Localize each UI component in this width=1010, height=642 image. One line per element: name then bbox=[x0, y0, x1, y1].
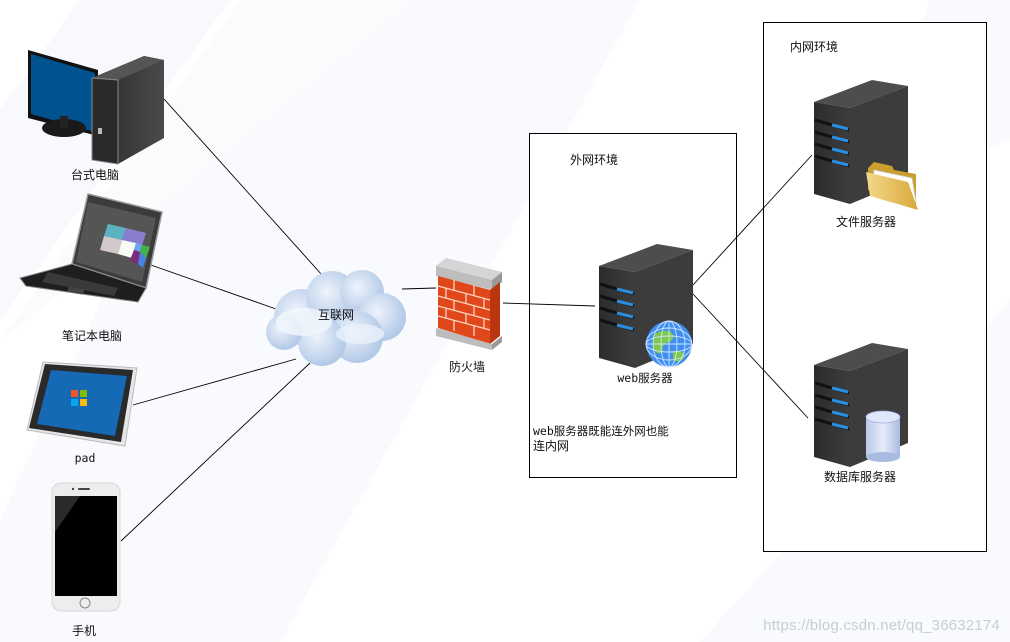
web-server-globe-icon bbox=[599, 244, 693, 368]
firewall-label: 防火墙 bbox=[448, 360, 486, 374]
internet-label: 互联网 bbox=[317, 308, 355, 322]
database-server-icon bbox=[814, 343, 908, 467]
db-server-label: 数据库服务器 bbox=[823, 470, 897, 484]
phone-label: 手机 bbox=[71, 624, 97, 638]
smartphone-icon bbox=[51, 482, 121, 612]
desktop-computer-icon bbox=[28, 50, 164, 165]
laptop-node[interactable] bbox=[18, 192, 166, 312]
laptop-icon bbox=[19, 193, 163, 303]
tablet-icon bbox=[26, 361, 138, 447]
firewall-node[interactable] bbox=[434, 256, 506, 352]
watermark: https://blog.csdn.net/qq_36632174 bbox=[763, 617, 1000, 634]
note-line-1: web服务器既能连外网也能 bbox=[533, 424, 669, 438]
pad-label: pad bbox=[74, 451, 96, 465]
external-zone-title: 外网环境 bbox=[570, 153, 619, 167]
web-server-note: web服务器既能连外网也能 连内网 bbox=[533, 424, 693, 454]
web-server-node[interactable] bbox=[597, 242, 697, 370]
firewall-brick-wall-icon bbox=[436, 258, 502, 350]
laptop-label: 笔记本电脑 bbox=[61, 329, 123, 343]
desktop-node[interactable] bbox=[26, 48, 166, 166]
desktop-label: 台式电脑 bbox=[70, 168, 120, 182]
phone-node[interactable] bbox=[50, 482, 122, 612]
file-server-folder-icon bbox=[814, 80, 918, 210]
db-server-node[interactable] bbox=[812, 341, 912, 469]
cloud-icon bbox=[266, 270, 406, 366]
web-server-label: web服务器 bbox=[617, 371, 673, 385]
file-server-label: 文件服务器 bbox=[835, 215, 897, 229]
note-line-2: 连内网 bbox=[533, 439, 570, 453]
file-server-node[interactable] bbox=[812, 78, 922, 212]
pad-node[interactable] bbox=[25, 360, 143, 450]
internal-zone-title: 内网环境 bbox=[790, 40, 839, 54]
internet-cloud-node[interactable] bbox=[262, 262, 408, 370]
